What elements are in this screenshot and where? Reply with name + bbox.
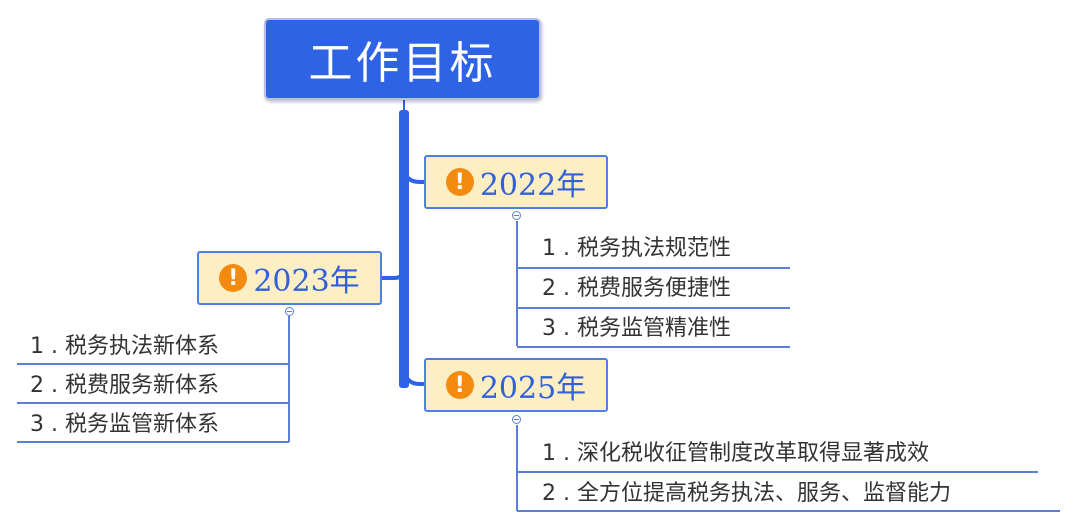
topic-2022[interactable]: ! 2022年: [424, 155, 608, 209]
topic-2023-label: 2023年: [253, 264, 360, 299]
subtopic-2023-3[interactable]: 3 . 税务监管新体系: [30, 412, 219, 437]
collapse-toggle-2022[interactable]: [512, 211, 521, 220]
root-topic[interactable]: 工作目标: [264, 18, 541, 100]
main-trunk: [399, 110, 409, 388]
exclamation-icon: !: [445, 168, 474, 196]
topic-2022-label: 2022年: [479, 168, 587, 203]
subtopic-2022-2[interactable]: 2 . 税费服务便捷性: [542, 276, 731, 301]
subtopic-2022-1[interactable]: 1 . 税务执法规范性: [542, 236, 731, 261]
connector-2025: [402, 365, 424, 386]
collapse-toggle-2025[interactable]: [512, 415, 521, 424]
subtopic-2023-1[interactable]: 1 . 税务执法新体系: [30, 334, 219, 359]
root-title: 工作目标: [308, 38, 497, 89]
topic-2025[interactable]: ! 2025年: [424, 358, 608, 412]
topic-2025-label: 2025年: [479, 371, 587, 406]
exclamation-icon: !: [219, 264, 248, 292]
subtopic-2022-3[interactable]: 3 . 税务监管精准性: [542, 316, 731, 341]
subtopic-2025-1[interactable]: 1 . 深化税收征管制度改革取得显著成效: [542, 441, 929, 466]
subtopic-2023-2[interactable]: 2 . 税费服务新体系: [30, 373, 219, 398]
exclamation-icon: !: [445, 371, 474, 399]
connector-2022: [402, 165, 424, 184]
subtopic-2025-2[interactable]: 2 . 全方位提高税务执法、服务、监督能力: [542, 481, 951, 506]
connector-2023: [382, 267, 406, 280]
collapse-toggle-2023[interactable]: [285, 307, 294, 316]
topic-2023[interactable]: ! 2023年: [197, 251, 382, 305]
